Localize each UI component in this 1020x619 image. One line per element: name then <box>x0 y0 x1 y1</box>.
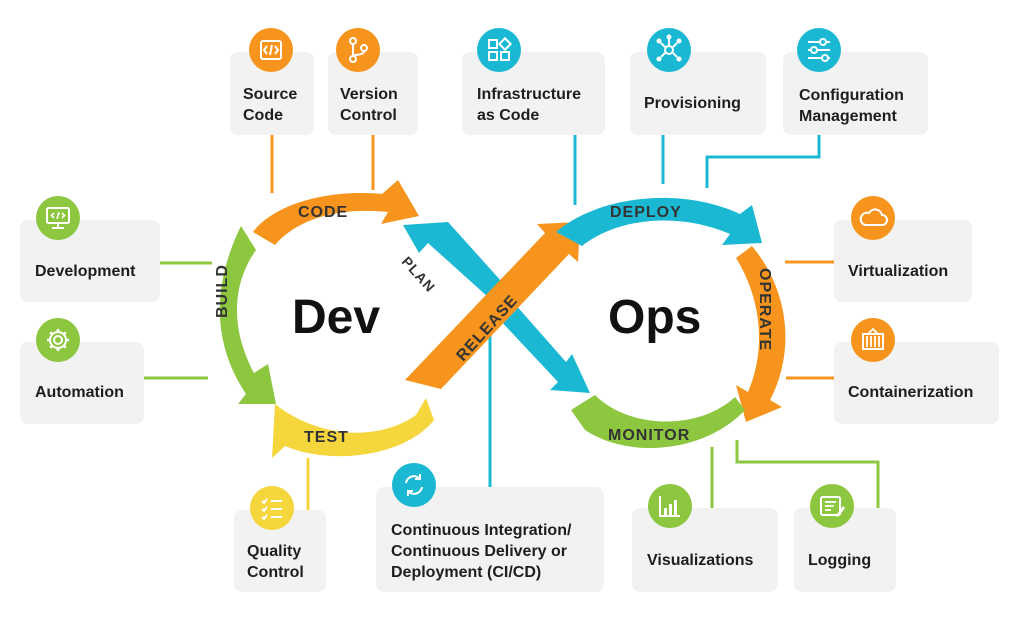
code-arrow <box>253 180 419 245</box>
connector-config-mgmt <box>705 135 821 188</box>
deploy-label: DEPLOY <box>610 204 682 221</box>
deploy-arrow <box>556 197 762 246</box>
version-control-label-1: Version <box>340 86 398 103</box>
development-label: Development <box>35 263 136 280</box>
cicd-label-3: Deployment (CI/CD) <box>391 564 542 581</box>
card-automation <box>20 342 144 424</box>
visualizations-label: Visualizations <box>647 552 754 569</box>
quality-control-label-1: Quality <box>247 543 302 560</box>
checklist-icon <box>250 486 294 530</box>
code-label: CODE <box>298 204 349 221</box>
code-brackets-icon <box>249 28 293 72</box>
refresh-cycle-icon <box>392 463 436 507</box>
cicd-label-2: Continuous Delivery or <box>391 543 568 560</box>
plan-arrow <box>403 222 502 297</box>
operate-label: OPERATE <box>756 268 773 352</box>
connector-lines <box>144 135 880 510</box>
ops-title: Ops <box>608 291 702 344</box>
sliders-icon <box>797 28 841 72</box>
test-arrow <box>272 398 434 458</box>
config-mgmt-label-1: Configuration <box>799 87 904 104</box>
test-label: TEST <box>304 429 349 446</box>
build-arrow <box>219 226 276 404</box>
containerization-label: Containerization <box>848 384 974 401</box>
virtualization-label: Virtualization <box>848 263 949 280</box>
bar-chart-icon <box>648 484 692 528</box>
dev-title: Dev <box>292 291 381 344</box>
version-control-label-2: Control <box>340 107 397 124</box>
cicd-label-1: Continuous Integration/ <box>391 522 572 539</box>
network-hub-icon <box>647 28 691 72</box>
quality-control-label-2: Control <box>247 564 304 581</box>
build-label: BUILD <box>214 264 231 318</box>
cloud-icon <box>851 196 895 240</box>
provisioning-label: Provisioning <box>644 95 741 112</box>
git-branch-icon <box>336 28 380 72</box>
crossing-arrow <box>498 303 590 393</box>
container-icon <box>851 318 895 362</box>
automation-label: Automation <box>35 384 124 401</box>
iac-label-1: Infrastructure <box>477 86 582 103</box>
monitor-label: MONITOR <box>608 427 691 444</box>
log-edit-icon <box>810 484 854 528</box>
source-code-label-2: Code <box>243 107 283 124</box>
logging-label: Logging <box>808 552 872 569</box>
source-code-label-1: Source <box>243 86 298 103</box>
card-provisioning <box>630 52 766 135</box>
iac-label-2: as Code <box>477 107 540 124</box>
monitor-code-icon <box>36 196 80 240</box>
config-mgmt-label-2: Management <box>799 108 897 125</box>
connector-logging <box>735 440 880 508</box>
operate-arrow <box>736 246 786 422</box>
gear-icon <box>36 318 80 362</box>
monitor-arrow <box>571 395 745 449</box>
blocks-icon <box>477 28 521 72</box>
release-arrow <box>405 222 580 389</box>
